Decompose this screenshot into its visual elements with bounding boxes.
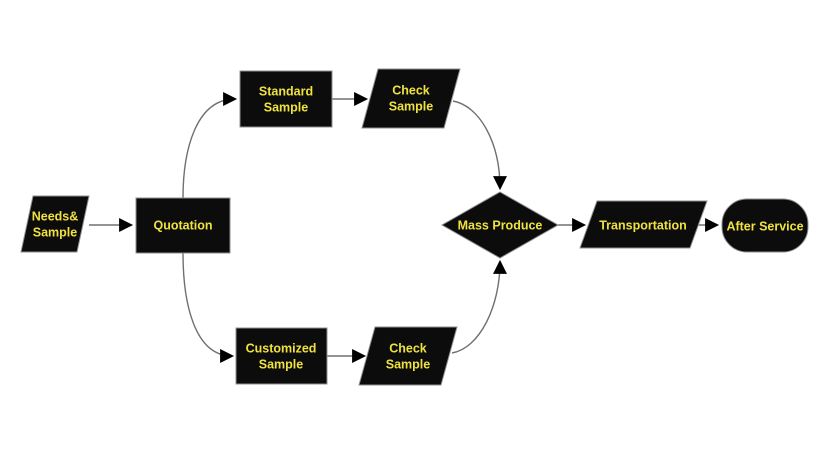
customized-sample-node <box>235 327 328 385</box>
standard-sample-node <box>239 70 333 128</box>
after-service-node <box>721 198 809 253</box>
check-sample-top-label-line1: Check <box>392 83 430 97</box>
customized-sample-label-line2: Sample <box>259 357 304 371</box>
check-sample-top-node <box>361 68 461 129</box>
check-sample-bottom-label-line2: Sample <box>386 357 431 371</box>
after-service-label: After Service <box>726 219 803 233</box>
needs-sample-node <box>20 195 90 253</box>
edge-check-sample-top-to-mass-produce <box>452 100 507 191</box>
edge-check-sample-bottom-to-mass-produce <box>451 259 507 354</box>
edge-quotation-to-customized-sample <box>182 252 235 363</box>
edge-quotation-to-standard-sample <box>182 92 238 199</box>
needs-sample-label-line2: Sample <box>33 225 78 239</box>
check-sample-bottom-node <box>358 326 458 386</box>
standard-sample-label-line2: Sample <box>264 100 309 114</box>
transportation-label: Transportation <box>599 218 687 232</box>
quotation-label: Quotation <box>153 218 212 232</box>
check-sample-top-label-line2: Sample <box>389 99 434 113</box>
check-sample-bottom-label-line1: Check <box>389 341 427 355</box>
customized-sample-label-line1: Customized <box>246 341 317 355</box>
needs-sample-label-line1: Needs& <box>32 209 79 223</box>
standard-sample-label-line1: Standard <box>259 84 313 98</box>
mass-produce-node <box>440 191 560 259</box>
quotation-node <box>135 197 231 254</box>
transportation-node <box>579 200 708 249</box>
mass-produce-label: Mass Produce <box>458 218 543 232</box>
